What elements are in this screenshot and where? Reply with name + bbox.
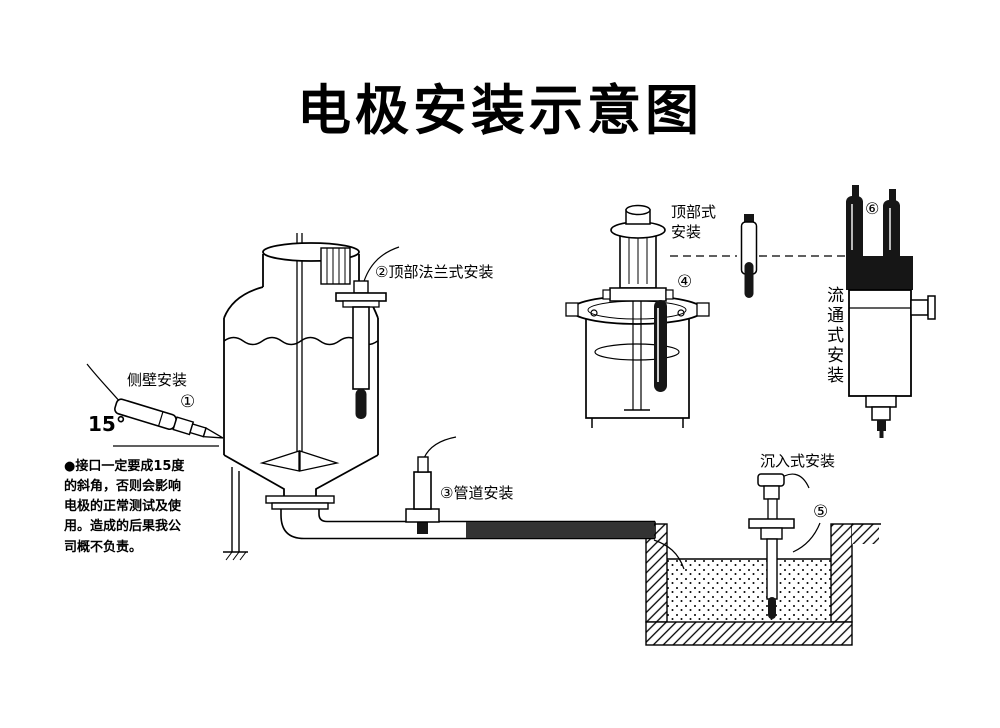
lid-clamp (565, 302, 579, 317)
flow-cell (846, 185, 936, 438)
lid-clamp (696, 302, 710, 317)
electrode-tip (768, 597, 776, 619)
drain-pipe (280, 508, 685, 570)
liquid-surface (594, 343, 680, 361)
electrode-tip (355, 389, 367, 419)
dark-electrode (654, 300, 667, 392)
label-side-wall-install: 侧壁安装 (127, 371, 188, 389)
immersion-pit (645, 523, 881, 646)
pipe-tee (405, 508, 440, 523)
top-flange-electrode (335, 246, 400, 419)
warning-note: ●接口一定要成15度 的斜角，否则会影响 电极的正常测试及使 用。造成的后果我公… (64, 459, 185, 555)
top-mount-vessel (565, 204, 846, 428)
electrode-tip (744, 262, 754, 298)
pipe-dark-section (466, 522, 654, 538)
reference-electrode (740, 214, 758, 298)
electrode-cable (423, 436, 457, 459)
electrode-shaft (766, 538, 778, 600)
clamp-ring (609, 287, 667, 302)
electrode-tip (417, 521, 428, 534)
stirrer-blade (259, 450, 300, 472)
flange-plate (335, 292, 387, 302)
side-wall-electrode (86, 363, 224, 447)
page-title: 电极安装示意图 (297, 78, 703, 142)
cell-head (846, 256, 913, 290)
connector-nipple (852, 185, 859, 197)
bottom-flange (265, 495, 335, 504)
electrode-head (757, 473, 785, 487)
electrode-cable (86, 363, 122, 404)
cell-body (848, 289, 912, 397)
reaction-tank (223, 233, 379, 561)
pool-water (667, 559, 831, 622)
motor-cap (320, 247, 351, 285)
label-angle-15deg: 15° (88, 412, 126, 436)
pipeline-electrode (405, 436, 457, 534)
inlet-nipple (877, 420, 886, 431)
label-immersion-install: 沉入式安装 (760, 452, 836, 470)
badge-num-1: ① (180, 392, 196, 412)
label-top-type-install: 顶部式 安装 (671, 203, 717, 241)
pipe-outlet-curve (653, 539, 685, 570)
label-leader-line (792, 522, 821, 553)
badge-num-6: ⑥ (865, 199, 880, 218)
badge-num-5: ⑤ (813, 502, 829, 522)
immersion-electrode (748, 473, 821, 619)
mounting-bracket (748, 518, 795, 529)
label-flow-through-install: 流通式安装 (823, 286, 844, 386)
badge-num-4: ④ (677, 272, 693, 292)
label-top-flange-install: ②顶部法兰式安装 (375, 263, 494, 281)
connector-nipple (889, 189, 896, 201)
outlet-port (910, 299, 929, 316)
label-pipeline-install: ③管道安装 (440, 484, 514, 502)
